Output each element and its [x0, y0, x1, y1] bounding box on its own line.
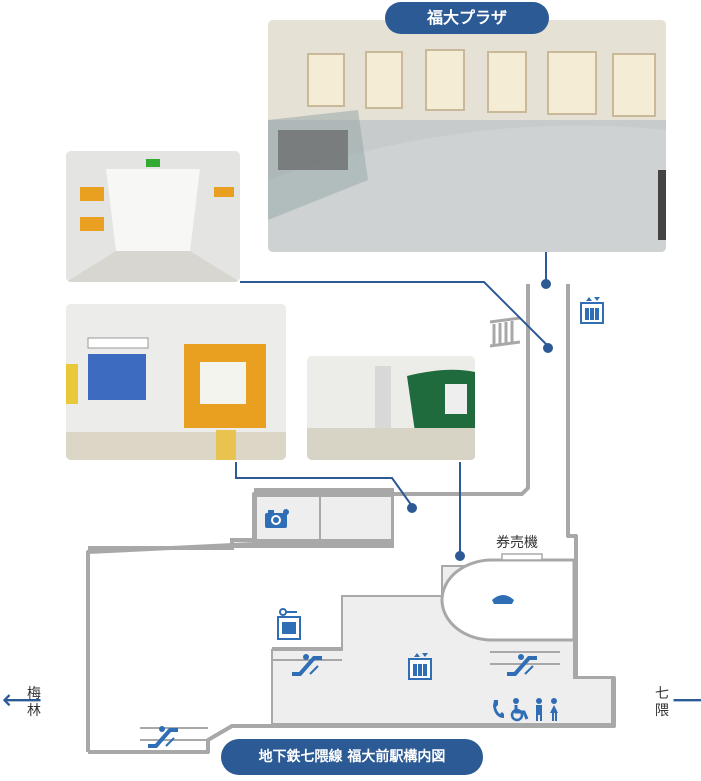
- page-title-top: 福大プラザ: [385, 2, 549, 34]
- right-direction-label: 七隈: [655, 686, 669, 719]
- booth-area: [255, 495, 393, 541]
- concourse-photo: [307, 356, 475, 460]
- ticket-machine: [501, 553, 543, 561]
- photo-connectors: [235, 250, 549, 556]
- connector-dots: [407, 279, 553, 561]
- info-board-photo: [66, 304, 286, 460]
- stairs-top: [489, 316, 521, 348]
- ticket-machine-label: 券売機: [496, 535, 538, 551]
- left-arrow-icon: ⟵: [2, 683, 43, 716]
- left-direction-label: 梅林: [27, 686, 41, 719]
- page-title-bottom: 地下鉄七隈線 福大前駅構内図: [221, 739, 483, 775]
- fukudai-plaza-photo: [268, 20, 666, 252]
- corridor-photo: [66, 151, 240, 282]
- right-arrow-icon: ⟶: [672, 683, 701, 716]
